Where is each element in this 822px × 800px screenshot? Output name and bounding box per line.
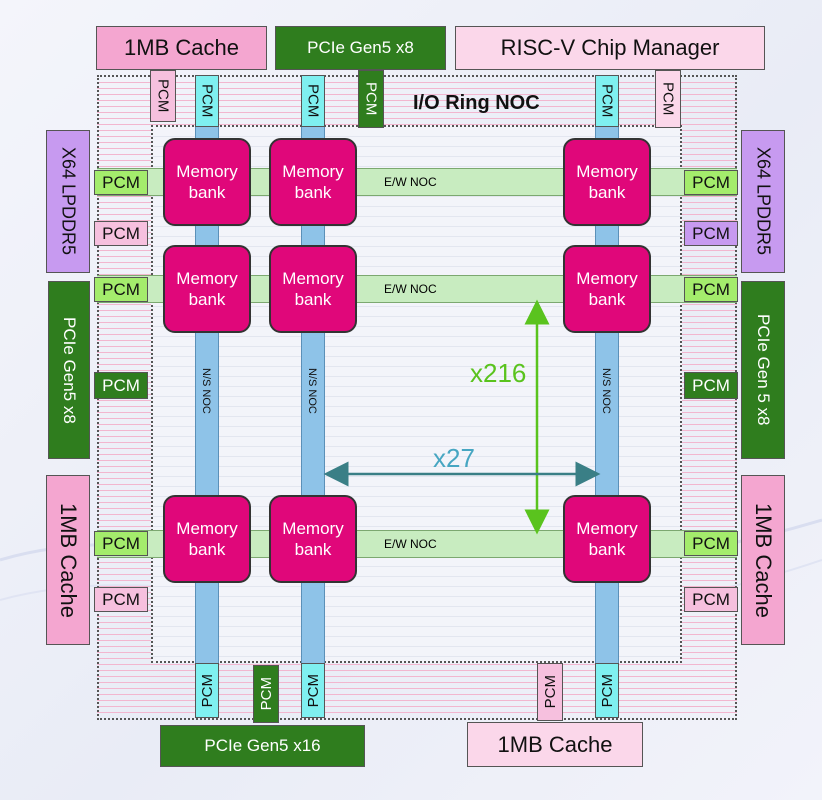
ns-noc-label-3: N/S NOC	[600, 368, 612, 414]
pcm-top-6: PCM	[655, 70, 681, 128]
pcm-bottom-5: PCM	[595, 663, 619, 718]
pcm-left-2: PCM	[94, 221, 148, 246]
pcie-left: PCIe Gen5 x8	[48, 281, 90, 459]
x27-label: x27	[433, 443, 475, 473]
pcm-right-6: PCM	[684, 587, 738, 612]
pcm-left-3: PCM	[94, 277, 148, 302]
cache-right: 1MB Cache	[741, 475, 785, 645]
pcm-right-2: PCM	[684, 221, 738, 246]
cache-bottom: 1MB Cache	[467, 722, 643, 767]
lpddr-left: X64 LPDDR5	[46, 130, 90, 273]
cache-left: 1MB Cache	[46, 475, 90, 645]
ns-noc-label-2: N/S NOC	[306, 368, 318, 414]
pcm-right-3: PCM	[684, 277, 738, 302]
pcm-top-2: PCM	[195, 75, 219, 127]
pcie-top: PCIe Gen5 x8	[275, 26, 446, 70]
x216-label: x216	[470, 358, 527, 388]
io-ring-label: I/O Ring NOC	[413, 92, 540, 114]
pcm-left-5: PCM	[94, 531, 148, 556]
ew-noc-label-2: E/W NOC	[384, 282, 437, 296]
pcm-right-5: PCM	[684, 531, 738, 556]
pcm-bottom-1: PCM	[195, 663, 219, 718]
cache-top-left: 1MB Cache	[96, 26, 267, 70]
pcie-right: PCIe Gen 5 x8	[741, 281, 785, 459]
risc-v-chip-manager: RISC-V Chip Manager	[455, 26, 765, 70]
pcm-top-3: PCM	[301, 75, 325, 127]
pcm-right-1: PCM	[684, 170, 738, 195]
pcm-left-6: PCM	[94, 587, 148, 612]
pcm-top-5: PCM	[595, 75, 619, 127]
pcm-bottom-2: PCM	[253, 665, 279, 723]
ns-noc-label-1: N/S NOC	[200, 368, 212, 414]
pcm-top-4: PCM	[358, 70, 384, 128]
ew-noc-label-1: E/W NOC	[384, 175, 437, 189]
pcm-bottom-3: PCM	[301, 663, 325, 718]
pcm-left-1: PCM	[94, 170, 148, 195]
pcm-left-4: PCM	[94, 372, 148, 399]
ew-noc-label-3: E/W NOC	[384, 537, 437, 551]
pcie-bottom: PCIe Gen5 x16	[160, 725, 365, 767]
pcm-top-1: PCM	[150, 70, 176, 122]
pcm-bottom-4: PCM	[537, 663, 563, 721]
pcm-right-4: PCM	[684, 372, 738, 399]
lpddr-right: X64 LPDDR5	[741, 130, 785, 273]
